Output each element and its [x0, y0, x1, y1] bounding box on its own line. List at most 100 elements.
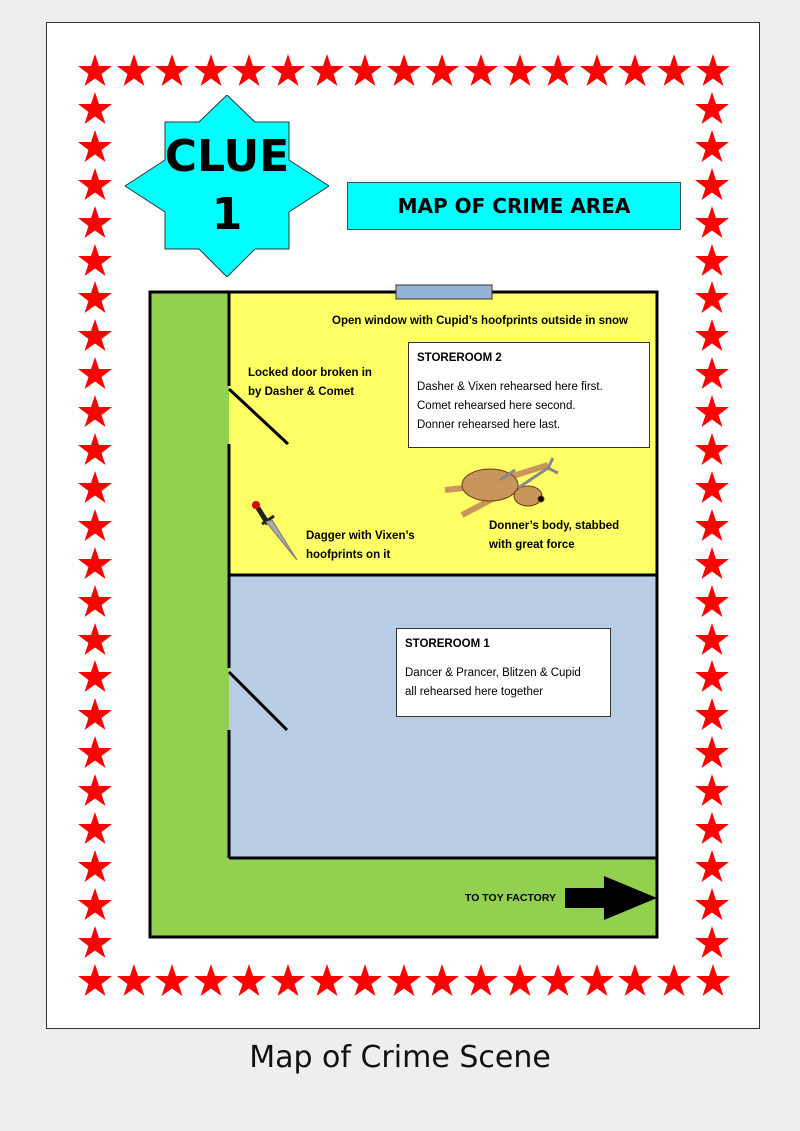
arrow-right-icon	[565, 876, 657, 920]
star-icon	[695, 470, 729, 503]
star-icon	[695, 925, 729, 958]
star-icon	[78, 319, 112, 352]
window-label: Open window with Cupid’s hoofprints outs…	[332, 315, 628, 327]
star-icon	[78, 54, 112, 86]
body-label-line: with great force	[489, 539, 575, 551]
body-label: Donner’s body, stabbed with great force	[489, 517, 619, 555]
dagger-icon	[252, 501, 298, 561]
body-label-line: Donner’s body, stabbed	[489, 520, 620, 532]
star-icon	[695, 812, 729, 844]
star-icon	[695, 205, 729, 238]
star-icon	[502, 54, 537, 86]
star-icon	[695, 433, 729, 465]
star-icon	[193, 54, 228, 86]
star-icon	[695, 129, 729, 162]
note-line: Donner rehearsed here last.	[417, 419, 561, 431]
dagger-label-line: hoofprints on it	[306, 549, 391, 561]
note-line: Comet rehearsed here second.	[417, 400, 576, 412]
star-icon	[695, 546, 729, 579]
dagger-label-line: Dagger with Vixen’s	[306, 530, 415, 542]
door-1	[227, 670, 289, 732]
clue-badge-star	[125, 95, 329, 277]
star-icon	[618, 964, 653, 996]
star-icon	[695, 964, 730, 996]
star-icon	[695, 584, 729, 617]
page-title: MAP OF CRIME AREA	[347, 182, 681, 230]
star-icon	[386, 964, 421, 996]
star-icon	[78, 470, 112, 503]
star-icon	[78, 395, 112, 428]
star-icon	[155, 964, 190, 996]
storeroom-1-heading: STOREROOM 1	[405, 638, 490, 650]
star-icon	[695, 395, 729, 428]
open-window	[395, 284, 493, 300]
star-icon	[618, 54, 653, 86]
star-icon	[232, 54, 267, 86]
star-icon	[155, 54, 190, 86]
star-icon	[695, 774, 729, 807]
star-icon	[579, 964, 614, 996]
note-line: Dasher & Vixen rehearsed here first.	[417, 381, 603, 393]
star-icon	[309, 54, 344, 86]
reindeer-body-icon	[444, 457, 559, 518]
star-icon	[425, 964, 460, 996]
dagger-label: Dagger with Vixen’s hoofprints on it	[306, 527, 415, 565]
note-line: Dancer & Prancer, Blitzen & Cupid	[405, 667, 581, 679]
star-icon	[78, 357, 112, 390]
star-icon	[579, 54, 614, 86]
star-icon	[78, 129, 112, 162]
star-icon	[695, 849, 729, 882]
star-icon	[695, 243, 729, 276]
star-icon	[78, 849, 112, 882]
door-label-line: by Dasher & Comet	[248, 386, 355, 398]
star-icon	[695, 736, 729, 769]
star-icon	[464, 964, 498, 996]
star-icon	[78, 433, 112, 465]
star-icon	[78, 91, 112, 124]
star-icon	[695, 319, 729, 352]
star-icon	[78, 925, 112, 958]
star-icon	[78, 243, 112, 276]
star-icon	[78, 736, 112, 769]
star-icon	[116, 54, 151, 86]
star-icon	[657, 54, 691, 86]
star-icon	[78, 205, 112, 238]
star-icon	[695, 281, 729, 314]
star-icon	[78, 508, 112, 541]
star-icon	[348, 964, 383, 996]
star-icon	[695, 887, 729, 920]
star-icon	[78, 964, 112, 996]
star-icon	[657, 964, 691, 996]
storeroom-2-heading: STOREROOM 2	[417, 352, 502, 364]
broken-door-2	[227, 387, 290, 446]
star-icon	[271, 54, 305, 86]
star-icon	[78, 281, 112, 314]
star-icon	[695, 91, 729, 124]
clue-number: 1	[211, 189, 243, 240]
star-icon	[425, 54, 460, 86]
star-icon	[78, 774, 112, 807]
clue-word: CLUE	[164, 131, 290, 182]
star-icon	[502, 964, 537, 996]
star-icon	[348, 54, 383, 86]
star-icon	[78, 660, 112, 693]
note-line: all rehearsed here together	[405, 686, 544, 698]
star-icon	[695, 660, 729, 693]
star-icon	[695, 357, 729, 390]
star-icon	[78, 812, 112, 844]
star-icon	[386, 54, 421, 86]
figure-caption: Map of Crime Scene	[249, 1040, 551, 1075]
star-icon	[78, 546, 112, 579]
star-icon	[78, 622, 112, 655]
star-icon	[271, 964, 305, 996]
star-icon	[695, 54, 730, 86]
star-icon	[78, 167, 112, 200]
star-icon	[464, 54, 498, 86]
door-label: Locked door broken in by Dasher & Comet	[248, 364, 372, 402]
star-icon	[309, 964, 344, 996]
star-icon	[193, 964, 228, 996]
star-icon	[695, 167, 729, 200]
clue-badge-text: CLUE 1	[125, 128, 329, 244]
star-icon	[541, 54, 576, 86]
